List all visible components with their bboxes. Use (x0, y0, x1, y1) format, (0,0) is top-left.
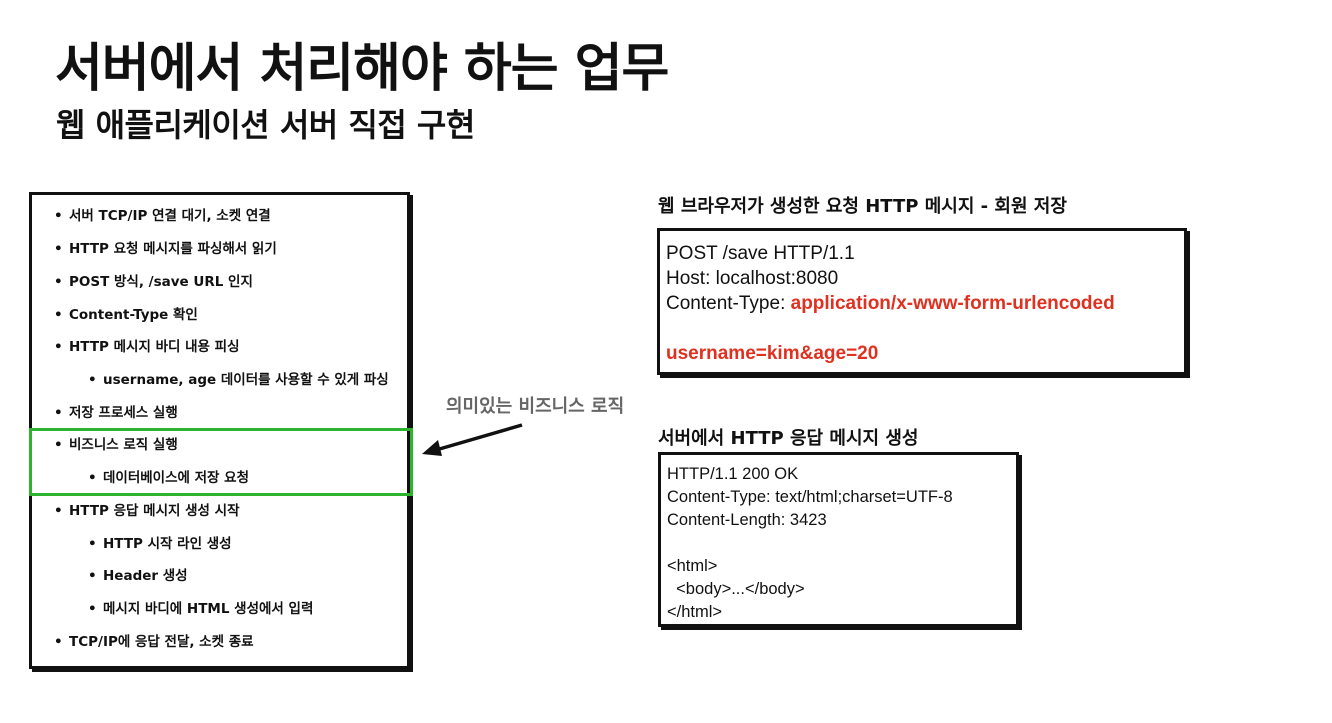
response-message-box: HTTP/1.1 200 OK Content-Type: text/html;… (658, 452, 1019, 627)
content-type-key: Content-Type: (666, 293, 791, 314)
page-title: 서버에서 처리해야 하는 업무 (55, 39, 669, 99)
business-logic-annotation: 의미있는 비즈니스 로직 (446, 396, 625, 417)
content-type-value: application/x-www-form-urlencoded (790, 293, 1115, 314)
request-content-type-header: Content-Type: application/x-www-form-url… (666, 291, 1178, 316)
task-subitem: username, age 데이터를 사용할 수 있게 파싱 (88, 371, 389, 389)
request-host-header: Host: localhost:8080 (666, 268, 839, 289)
request-body: username=kim&age=20 (666, 343, 879, 364)
request-section-label: 웹 브라우저가 생성한 요청 HTTP 메시지 - 회원 저장 (658, 196, 1067, 217)
task-item: HTTP 요청 메시지를 파싱해서 읽기 (54, 240, 277, 258)
task-subitem: 메시지 바디에 HTML 생성에서 입력 (88, 600, 313, 618)
response-line: Content-Length: 3423 (667, 511, 827, 529)
response-line: HTTP/1.1 200 OK (667, 465, 799, 483)
server-task-list: 서버 TCP/IP 연결 대기, 소켓 연결 HTTP 요청 메시지를 파싱해서… (32, 195, 407, 666)
response-line: <body>...</body> (667, 580, 805, 598)
task-item: 서버 TCP/IP 연결 대기, 소켓 연결 (54, 207, 271, 225)
task-item: 비즈니스 로직 실행 (54, 436, 178, 454)
task-item: POST 방식, /save URL 인지 (54, 273, 253, 291)
response-line: <html> (667, 557, 718, 575)
business-logic-highlight (29, 428, 413, 496)
task-subitem: HTTP 시작 라인 생성 (88, 535, 231, 553)
task-item: Content-Type 확인 (54, 306, 198, 324)
task-subitem: Header 생성 (88, 567, 188, 585)
arrow-left-icon (422, 423, 523, 456)
request-message-box: POST /save HTTP/1.1 Host: localhost:8080… (657, 228, 1187, 375)
task-subitem: 데이터베이스에 저장 요청 (88, 469, 249, 487)
response-section-label: 서버에서 HTTP 응답 메시지 생성 (658, 428, 919, 449)
page-subtitle: 웹 애플리케이션 서버 직접 구현 (56, 106, 475, 144)
request-start-line: POST /save HTTP/1.1 (666, 243, 855, 264)
task-item: 저장 프로세스 실행 (54, 404, 178, 422)
request-blank-line (666, 316, 1178, 341)
task-item: HTTP 응답 메시지 생성 시작 (54, 502, 239, 520)
task-item: HTTP 메시지 바디 내용 피싱 (54, 338, 239, 356)
response-line: </html> (667, 603, 723, 621)
server-task-list-box: 서버 TCP/IP 연결 대기, 소켓 연결 HTTP 요청 메시지를 파싱해서… (29, 192, 410, 669)
response-line (667, 532, 1010, 555)
response-line: Content-Type: text/html;charset=UTF-8 (667, 488, 953, 506)
task-item: TCP/IP에 응답 전달, 소켓 종료 (54, 633, 254, 651)
